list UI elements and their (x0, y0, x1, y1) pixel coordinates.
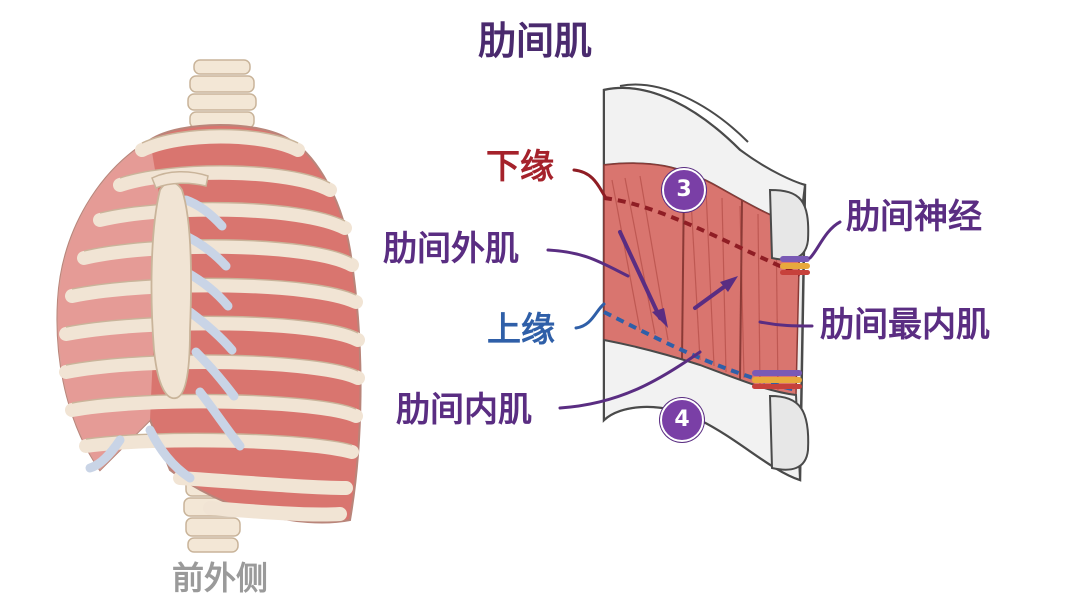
label-internal-intercostal: 肋间内肌 (396, 390, 532, 430)
fiber-arrows (618, 230, 730, 320)
nerve-bundle-lower (752, 370, 802, 389)
leader-lower-border (572, 168, 608, 200)
ribcage-illustration (56, 59, 365, 553)
label-upper-border: 上缘 (487, 310, 555, 350)
figure-title: 肋间肌 (478, 19, 593, 63)
lower-border-line (603, 196, 801, 277)
ribs (59, 129, 365, 522)
leader-nerve (808, 220, 842, 260)
leader-upper-border (574, 302, 606, 330)
rib-number-lower: 4 (660, 398, 704, 442)
label-lower-border: 下缘 (486, 147, 554, 187)
rib-number-upper: 3 (662, 168, 706, 212)
ribcage-caption: 前外侧 (172, 559, 269, 597)
label-innermost-intercostal: 肋间最内肌 (820, 305, 990, 345)
label-intercostal-nerve: 肋间神经 (846, 197, 982, 237)
label-external-intercostal: 肋间外肌 (383, 229, 519, 269)
sternum (150, 181, 192, 400)
leader-innermost (758, 320, 814, 328)
leader-internal (558, 350, 702, 410)
leader-external (546, 248, 630, 278)
upper-border-line (603, 310, 797, 392)
nerve-bundle-upper (780, 256, 810, 275)
